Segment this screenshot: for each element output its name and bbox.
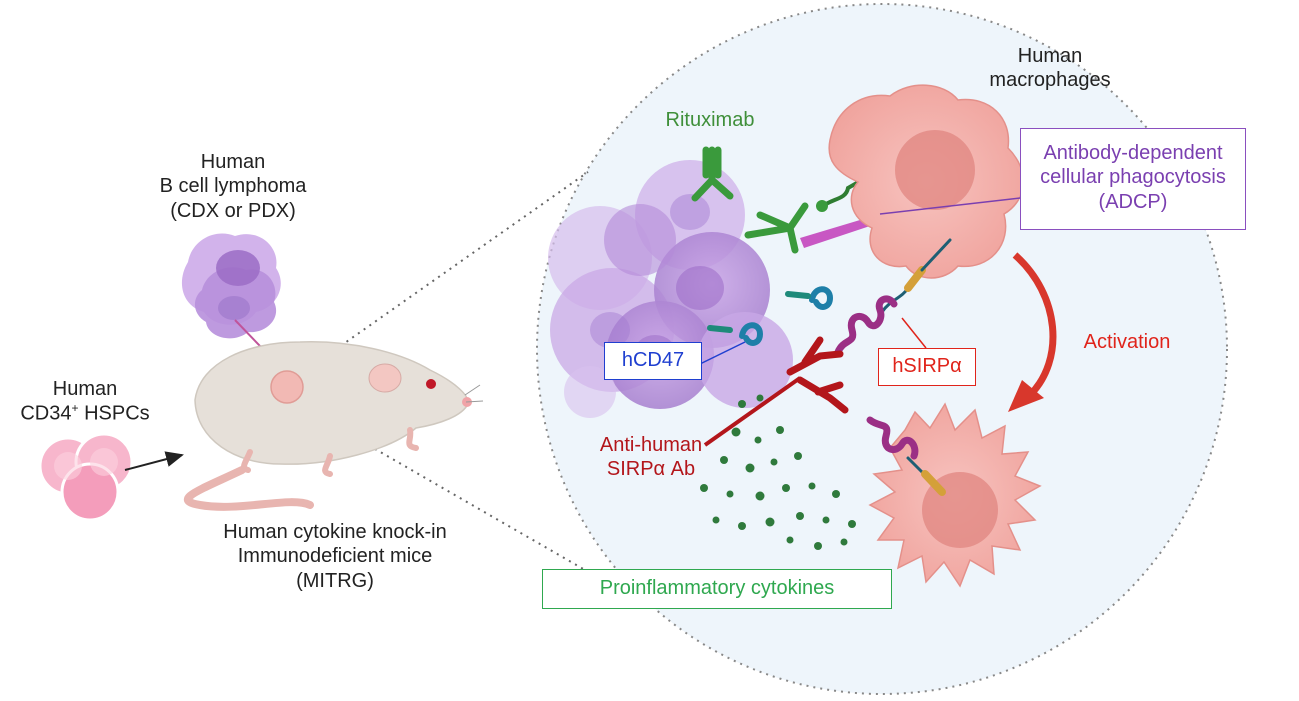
adcp-line-2: cellular phagocytosis bbox=[1040, 166, 1226, 189]
hcd47-box: hCD47 bbox=[604, 342, 702, 380]
antibody-line-2: SIRPα Ab bbox=[606, 458, 696, 481]
cytokines-label: Proinflammatory cytokines bbox=[599, 577, 835, 599]
antibody-pointer bbox=[703, 376, 802, 447]
cytokines-box: Proinflammatory cytokines bbox=[542, 569, 892, 609]
lymphoma-line-3: (CDX or PDX) bbox=[170, 199, 296, 222]
macrophages-label: Human macrophages bbox=[960, 44, 1140, 93]
mice-line-1: Human cytokine knock-in bbox=[223, 521, 447, 543]
lymphoma-line-2: B cell lymphoma bbox=[159, 175, 307, 198]
mice-line-2: Immunodeficient mice bbox=[237, 545, 433, 568]
hspc-cd: CD34 bbox=[20, 403, 72, 426]
adcp-box: Antibody-dependent cellular phagocytosis… bbox=[1020, 128, 1246, 230]
hspc-line-1: Human bbox=[52, 378, 118, 400]
rituximab-label: Rituximab bbox=[665, 109, 755, 131]
adcp-line-1: Antibody-dependent bbox=[1043, 142, 1223, 164]
mouse-icon bbox=[183, 341, 484, 511]
macrophages-line-2: macrophages bbox=[989, 69, 1111, 92]
hspc-line-2: CD34+ HSPCs bbox=[0, 401, 170, 426]
cd47-receptor-icon bbox=[707, 286, 834, 346]
hspc-label: Human CD34+ HSPCs bbox=[0, 377, 170, 426]
mice-label: Human cytokine knock-in Immunodeficient … bbox=[170, 520, 500, 593]
injection-arrow bbox=[124, 451, 184, 471]
hcd47-pointer bbox=[699, 341, 746, 365]
hspc-sup: + bbox=[71, 401, 79, 416]
sirpa-receptor-icon bbox=[834, 238, 952, 496]
macrophage-icon bbox=[828, 84, 1024, 279]
hspc-cell-icon bbox=[38, 432, 134, 522]
hsirpa-box: hSIRPα bbox=[878, 348, 976, 386]
adcp-pointer bbox=[879, 197, 1021, 215]
mice-line-3: (MITRG) bbox=[296, 569, 374, 592]
hsirpa-pointer bbox=[901, 317, 927, 349]
antibody-line-1: Anti-human bbox=[599, 434, 703, 456]
activation-arrow bbox=[1012, 252, 1057, 398]
adcp-line-3: (ADCP) bbox=[1098, 190, 1168, 213]
antibody-icon bbox=[691, 146, 809, 254]
tumor-cell-icon bbox=[181, 233, 281, 339]
lymphoma-line-1: Human bbox=[200, 151, 266, 173]
cytokine-dot-icon bbox=[700, 394, 856, 550]
hcd47-label: hCD47 bbox=[621, 349, 685, 371]
activation-label: Activation bbox=[1083, 331, 1171, 353]
lymphoma-label: Human B cell lymphoma (CDX or PDX) bbox=[138, 150, 328, 223]
anti-sirpa-antibody-icon bbox=[786, 336, 849, 414]
antibody-label: Anti-human SIRPα Ab bbox=[576, 433, 726, 482]
hspc-rest: HSPCs bbox=[78, 403, 150, 426]
macrophages-line-1: Human bbox=[1017, 45, 1083, 67]
hsirpa-label: hSIRPα bbox=[892, 355, 962, 377]
